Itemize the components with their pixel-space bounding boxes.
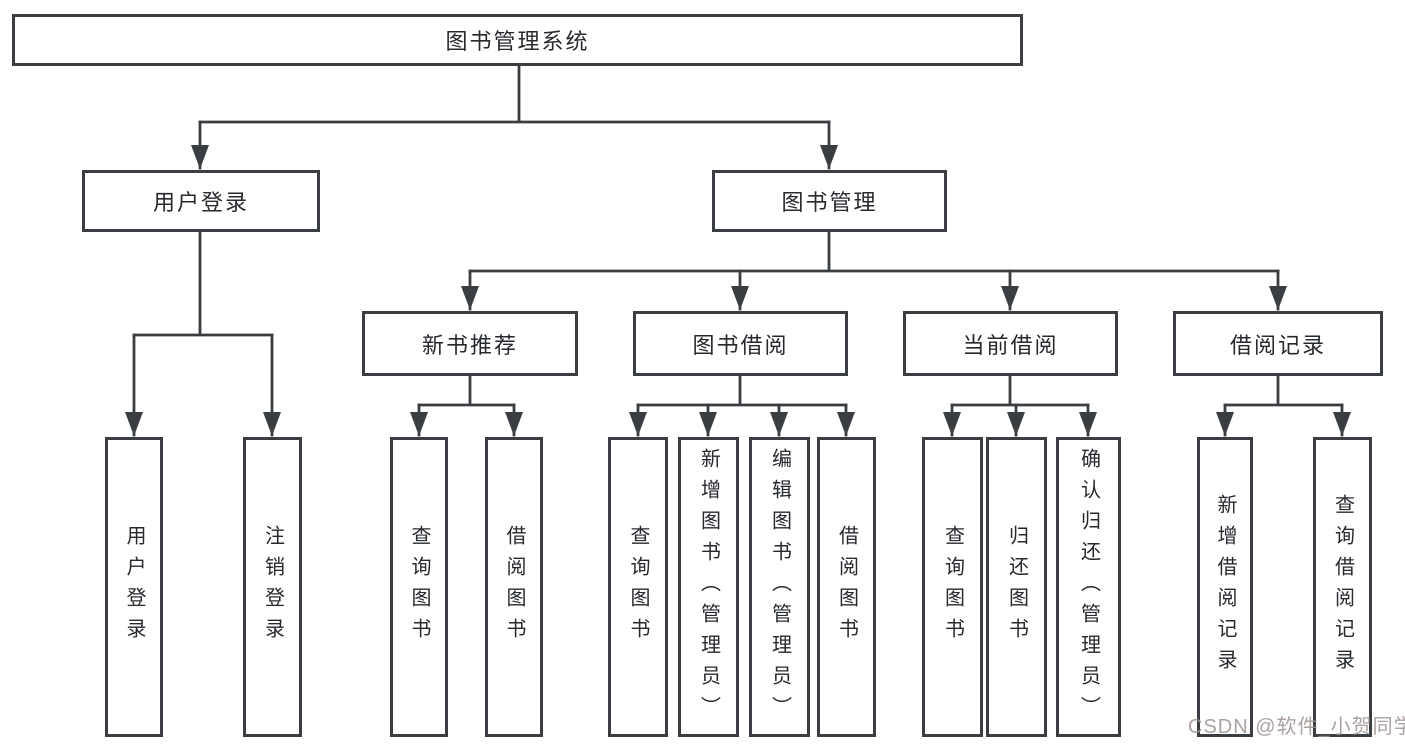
csdn-watermark: CSDN @软件_小贺同学 — [1188, 716, 1405, 738]
leaf-user-login: 用户登录 — [105, 437, 163, 737]
leaf-query-books-recommend: 查询图书 — [390, 437, 448, 737]
leaf-confirm-return-admin: 确认归还（管理员） — [1056, 437, 1121, 737]
node-book-borrowing: 图书借阅 — [633, 311, 848, 376]
leaf-query-books-borrowing: 查询图书 — [608, 437, 668, 737]
leaf-edit-books-admin: 编辑图书（管理员） — [749, 437, 810, 737]
leaf-logout-login: 注销登录 — [243, 437, 302, 737]
leaf-query-borrow-record: 查询借阅记录 — [1313, 437, 1372, 737]
leaf-add-borrow-record: 新增借阅记录 — [1197, 437, 1253, 737]
leaf-add-books-admin: 新增图书（管理员） — [678, 437, 739, 737]
node-root-library-system: 图书管理系统 — [12, 14, 1023, 66]
node-user-login: 用户登录 — [82, 170, 320, 232]
leaf-borrow-books-recommend: 借阅图书 — [485, 437, 543, 737]
leaf-return-books: 归还图书 — [986, 437, 1047, 737]
node-current-borrowing: 当前借阅 — [903, 311, 1118, 376]
node-new-book-recommend: 新书推荐 — [362, 311, 578, 376]
leaf-query-books-current: 查询图书 — [922, 437, 983, 737]
leaf-borrow-books-borrowing: 借阅图书 — [817, 437, 876, 737]
node-borrowing-records: 借阅记录 — [1173, 311, 1383, 376]
node-book-management: 图书管理 — [712, 170, 947, 232]
